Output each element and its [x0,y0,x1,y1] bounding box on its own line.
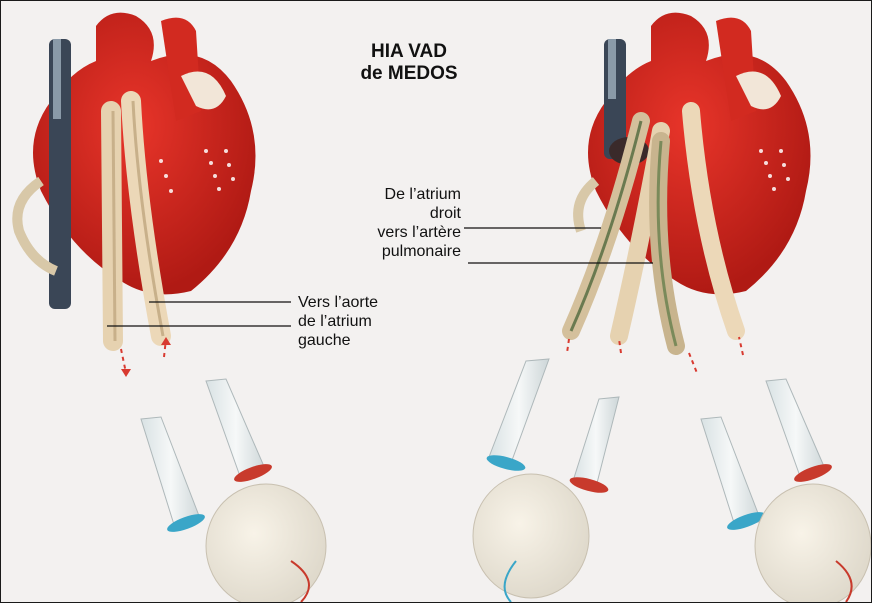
title-line-1: HIA VAD [319,41,499,63]
label-gauche: gauche [298,331,378,350]
label-vers-aorte: Vers l’aorte [298,293,378,312]
right-label-group: De l’atrium droit vers l’artère pulmonai… [301,185,461,261]
label-vers-artere: vers l’artère [301,223,461,242]
title-line-2: de MEDOS [319,63,499,85]
label-de-atrium-droit: De l’atrium [301,185,461,204]
figure-title: HIA VAD de MEDOS [319,41,499,85]
left-pump [141,379,326,602]
label-droit: droit [301,204,461,223]
label-pulmonaire: pulmonaire [301,242,461,261]
left-label-group: Vers l’aorte de l’atrium gauche [298,293,378,350]
right-pumps [473,359,871,602]
label-de-atrium: de l’atrium [298,312,378,331]
